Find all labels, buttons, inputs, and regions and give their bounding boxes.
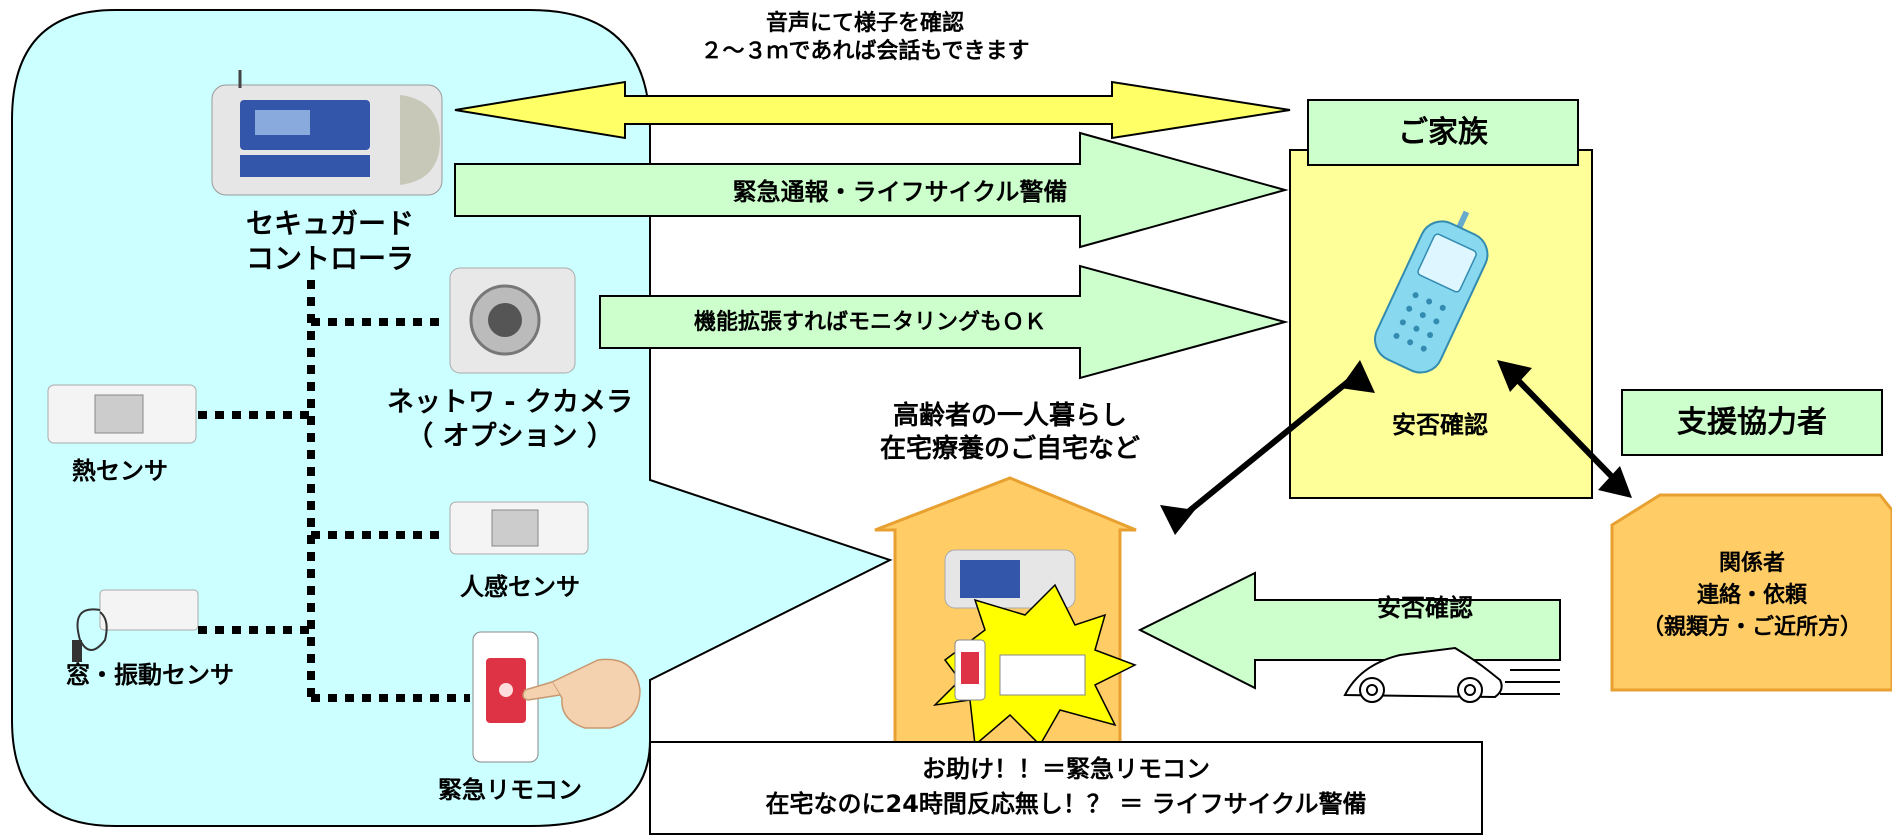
support-line1: 関係者	[1718, 551, 1785, 576]
camera-label-line2: （ オプション ）	[406, 420, 614, 452]
device-panel	[11, 9, 893, 827]
monitoring-arrow-label: 機能拡張すればモニタリングもＯＫ	[693, 310, 1046, 335]
voice-label-line2: ２～３ｍであれば会話もできます	[700, 38, 1030, 64]
voice-label-line1: 音声にて様子を確認	[765, 11, 964, 36]
window-sensor-label: 窓・振動センサ	[66, 661, 234, 689]
safety-check-double-arrow	[1160, 360, 1375, 535]
remote-label: 緊急リモコン	[438, 776, 582, 804]
bottom-caption-line1: お助け！！＝緊急リモコン	[922, 755, 1210, 783]
home-label-line2: 在宅療養のご自宅など	[879, 433, 1140, 464]
controller-label: セキュガード コントローラ	[210, 206, 450, 276]
window-vibration-sensor-icon	[72, 589, 199, 662]
home-label: 高齢者の一人暮らし 在宅療養のご自宅など	[820, 400, 1200, 465]
support-line3: （親類方・ご近所方）	[1641, 614, 1862, 640]
network-camera-icon	[449, 267, 576, 374]
car-icon	[1343, 646, 1560, 703]
heat-sensor-icon	[47, 384, 197, 444]
camera-label: ネットワ - クカメラ （ オプション ）	[340, 386, 680, 454]
emergency-remote-icon	[472, 631, 539, 763]
safety-check-arrow	[1137, 571, 1561, 690]
camera-label-line1: ネットワ - クカメラ	[386, 387, 633, 418]
support-line2: 連絡・依頼	[1696, 582, 1807, 608]
support-double-arrow	[1497, 360, 1632, 498]
support-title: 支援協力者	[1677, 405, 1827, 440]
heat-sensor-label: 熱センサ	[72, 457, 168, 485]
sensor-connection-lines	[198, 280, 470, 702]
voice-double-arrow	[454, 80, 1291, 140]
monitoring-arrow	[599, 264, 1289, 380]
home-remote-button	[961, 652, 979, 684]
home-sensor	[999, 654, 1086, 696]
home-label-line1: 高齢者の一人暮らし	[892, 401, 1127, 431]
family-title: ご家族	[1398, 115, 1488, 150]
bottom-caption-line2: 在宅なのに24時間反応無し！？ ＝ ライフサイクル警備	[765, 789, 1367, 818]
emergency-arrow-label: 緊急通報・ライフサイクル警備	[732, 178, 1068, 206]
emergency-arrow	[454, 131, 1289, 249]
family-safety-check: 安否確認	[1392, 411, 1488, 439]
motion-sensor-label: 人感センサ	[460, 573, 580, 601]
pointing-hand-icon	[522, 658, 641, 729]
safety-check-arrow-label: 安否確認	[1377, 594, 1473, 622]
bottom-caption-box	[649, 741, 1483, 835]
controller-device	[211, 70, 443, 196]
controller-label-line2: コントローラ	[245, 242, 414, 275]
family-title-box	[1307, 99, 1579, 166]
voice-label: 音声にて様子を確認 ２～３ｍであれば会話もできます	[640, 10, 1090, 65]
mobile-phone-icon	[1374, 210, 1489, 374]
controller-label-line1: セキュガード	[245, 207, 414, 240]
support-house	[1610, 493, 1892, 692]
home-controller-screen	[960, 560, 1020, 598]
bottom-caption: お助け！！＝緊急リモコン 在宅なのに24時間反応無し！？ ＝ ライフサイクル警備	[650, 752, 1482, 822]
support-title-box	[1621, 389, 1883, 456]
motion-sensor-icon	[449, 501, 589, 555]
support-contact: 関係者 連絡・依頼 （親類方・ご近所方）	[1612, 548, 1892, 644]
